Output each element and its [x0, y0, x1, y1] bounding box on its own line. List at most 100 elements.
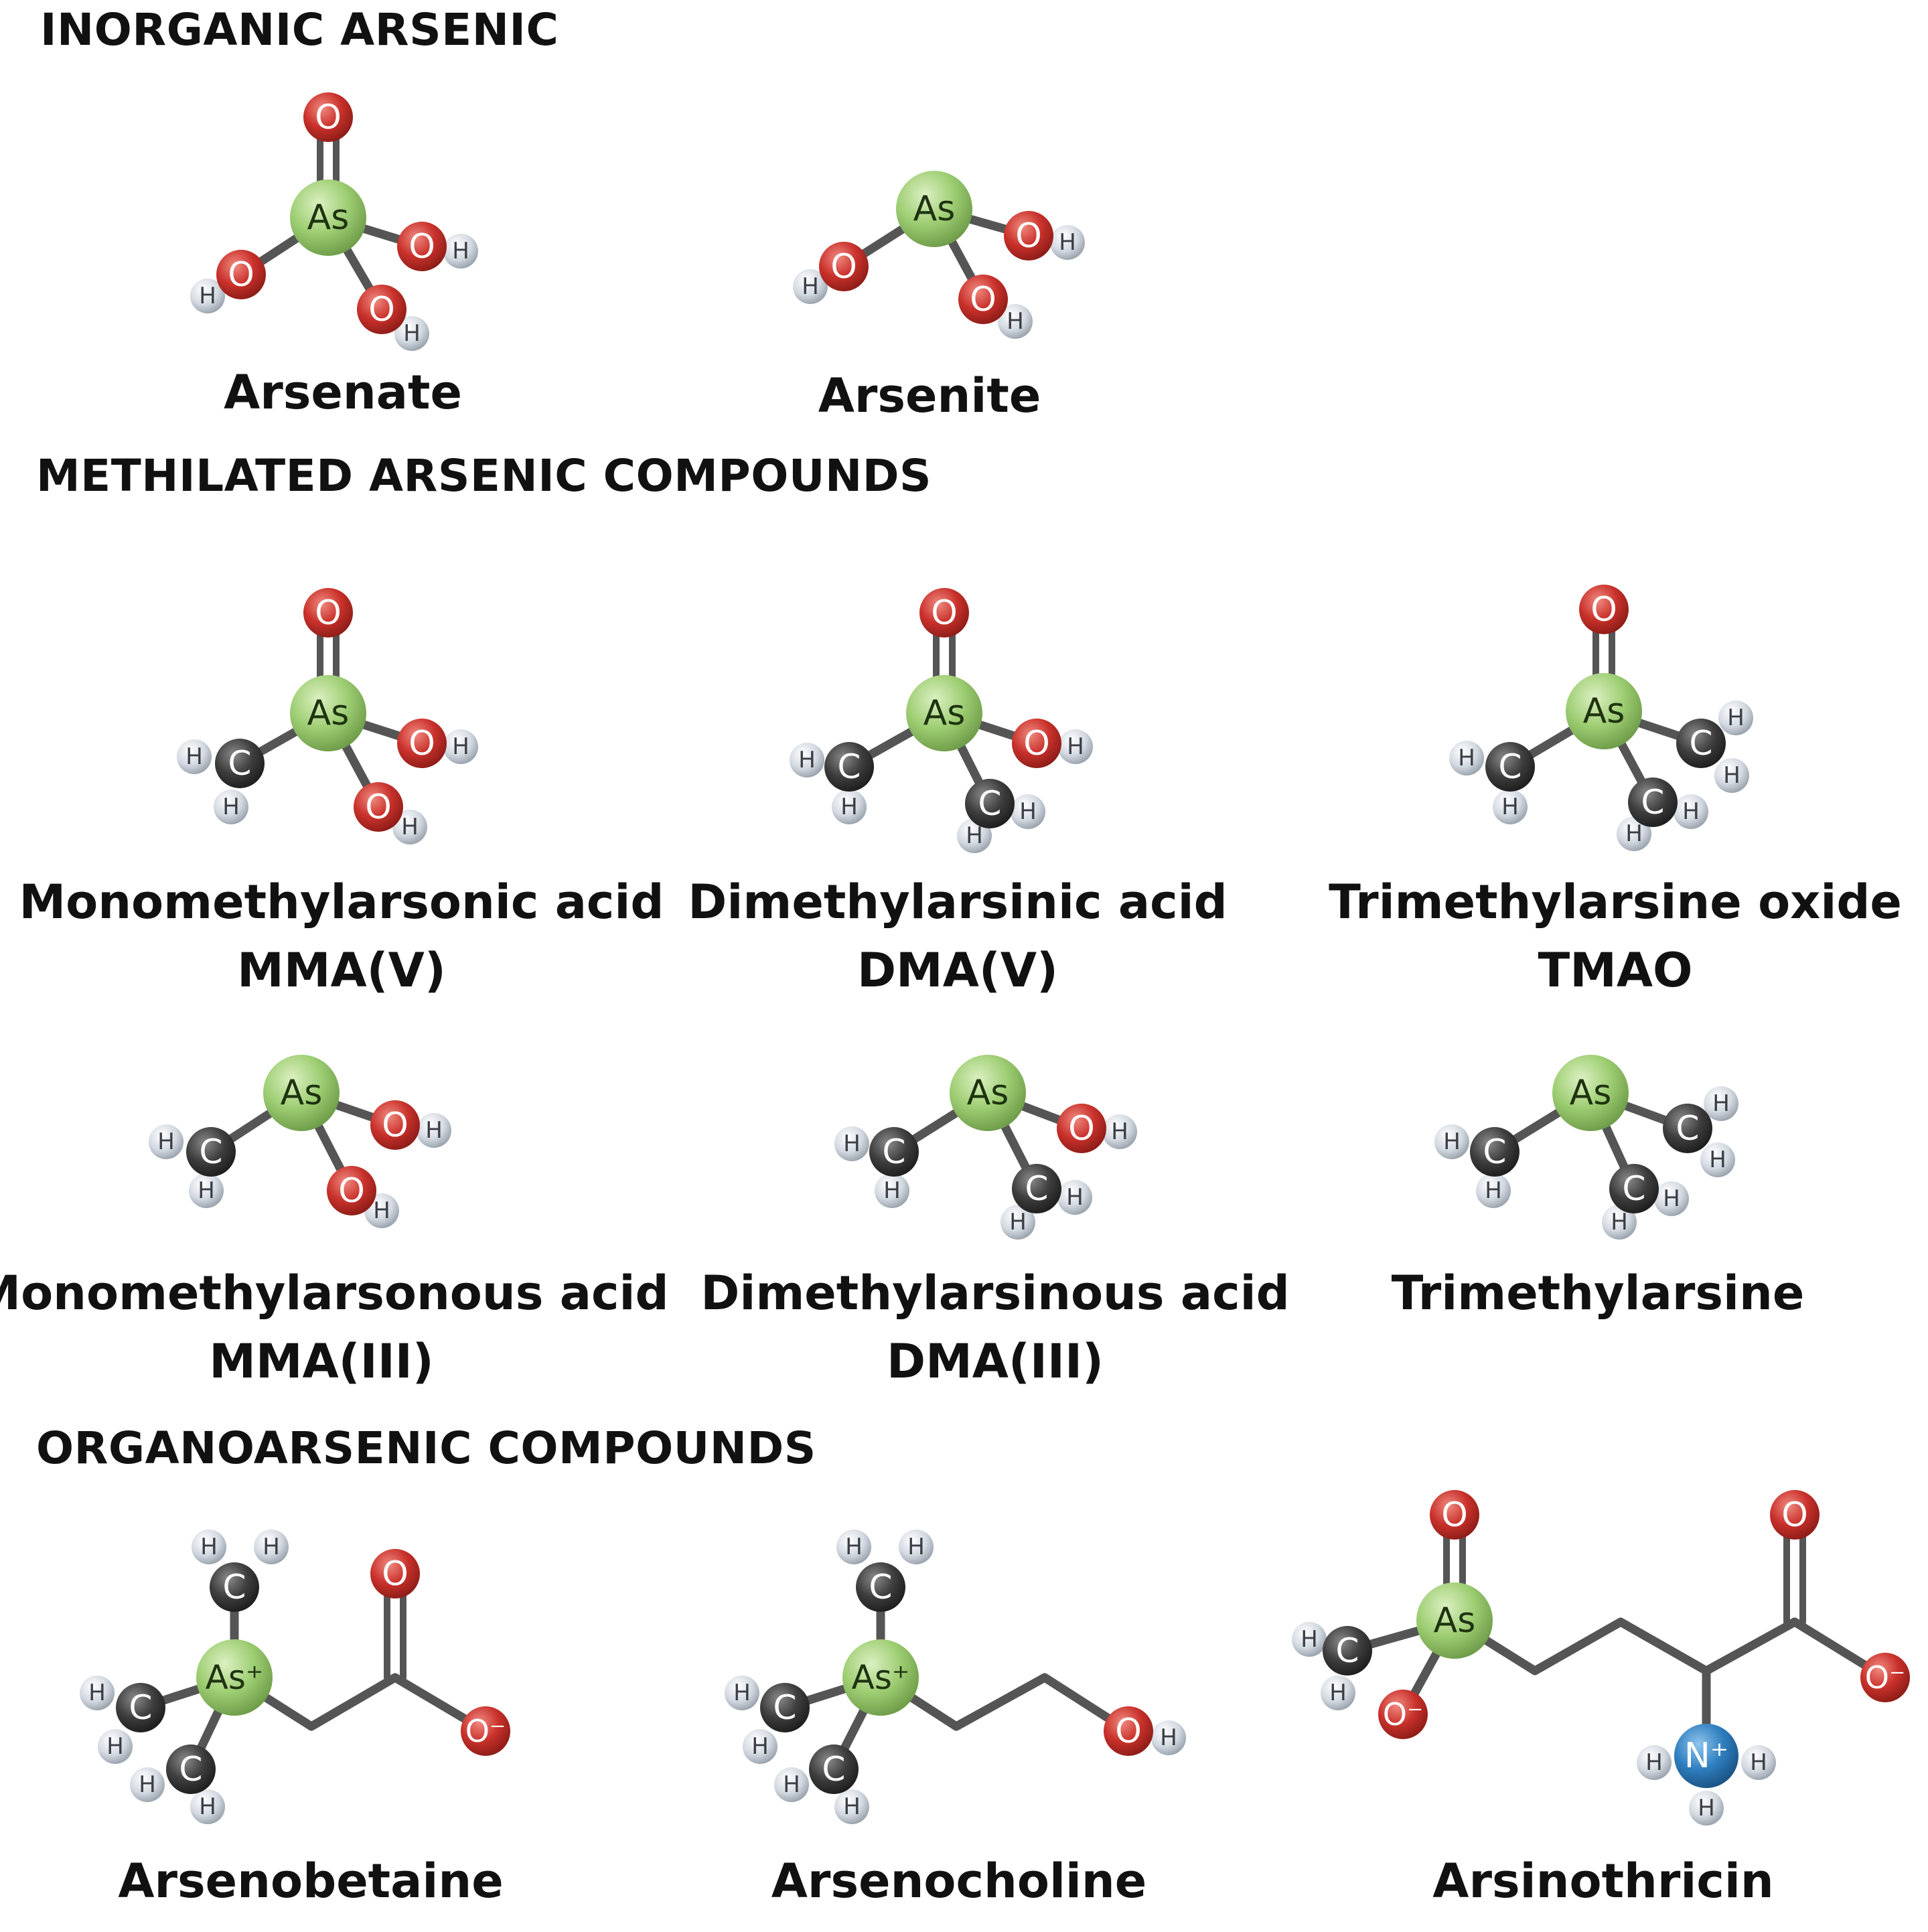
svg-text:C: C: [179, 1750, 203, 1789]
svg-text:H: H: [751, 1733, 769, 1760]
svg-text:H: H: [1709, 1146, 1726, 1173]
dma5-atom-as: As: [906, 675, 982, 751]
svg-text:H: H: [1485, 1177, 1502, 1204]
compound-name: Monomethylarsonous acid: [0, 1266, 669, 1321]
arsenobetaine-atom-h: H: [98, 1729, 133, 1764]
dma3-atom-h: H: [1057, 1180, 1092, 1215]
section-title-methylated: METHILATED ARSENIC COMPOUNDS: [36, 450, 932, 502]
svg-text:H: H: [1059, 229, 1076, 256]
tmao-atom-o: O: [1579, 585, 1629, 634]
arsenite-atom-h: H: [998, 304, 1033, 339]
compound-name: Arsenocholine: [771, 1854, 1147, 1909]
arsinothricin-atom-c: C: [1323, 1626, 1372, 1676]
arsenobetaine-atom-c: C: [116, 1683, 165, 1732]
tma-atom-h: H: [1434, 1124, 1469, 1159]
svg-text:H: H: [1067, 733, 1084, 760]
svg-text:As: As: [1570, 1073, 1612, 1113]
tma-atom-h: H: [1654, 1181, 1689, 1216]
compound-name: Arsenate: [224, 365, 462, 420]
svg-text:H: H: [1663, 1185, 1680, 1212]
svg-text:O: O: [1023, 724, 1049, 763]
tmao-atom-h: H: [1714, 758, 1749, 793]
tma-atom-h: H: [1704, 1086, 1738, 1121]
dma3-atom-h: H: [875, 1173, 909, 1208]
arsinothricin-atom-h: H: [1637, 1745, 1672, 1780]
svg-text:O: O: [409, 227, 435, 266]
svg-text:As: As: [1583, 691, 1625, 731]
dma3-atom-c: C: [1012, 1164, 1061, 1213]
dma3-atom-o: O: [1057, 1104, 1106, 1153]
svg-text:H: H: [1501, 794, 1519, 820]
arsenocholine-atom-h: H: [774, 1767, 809, 1802]
svg-text:H: H: [1727, 704, 1745, 731]
svg-text:H: H: [452, 238, 469, 265]
arsenate-atom-h: H: [443, 234, 478, 269]
svg-text:H: H: [1301, 1626, 1318, 1653]
svg-text:O: O: [338, 1171, 364, 1210]
label-mma5: Monomethylarsonic acid MMA(V): [19, 868, 664, 1005]
mma3-atom-h: H: [149, 1124, 183, 1159]
arsenocholine-atom-h: H: [834, 1789, 869, 1824]
tma-atom-h: H: [1476, 1173, 1511, 1208]
svg-text:H: H: [966, 822, 983, 849]
svg-text:O: O: [970, 280, 996, 319]
dma5-atom-h: H: [1058, 729, 1093, 764]
svg-text:H: H: [200, 1534, 218, 1560]
svg-text:H: H: [783, 1771, 800, 1798]
svg-text:O: O: [382, 1106, 408, 1144]
label-arsenobetaine: Arsenobetaine: [118, 1847, 503, 1915]
arsenocholine-atom-h: H: [836, 1530, 871, 1564]
arsenobetaine-atom-h: H: [130, 1767, 165, 1802]
svg-text:O: O: [1115, 1712, 1141, 1751]
tma-atom-as: As: [1552, 1055, 1629, 1131]
label-arsenate: Arsenate: [224, 358, 462, 427]
arsenocholine-atom-h: H: [1151, 1720, 1186, 1755]
svg-text:H: H: [733, 1680, 751, 1706]
svg-text:H: H: [1750, 1749, 1767, 1776]
svg-text:O: O: [830, 247, 857, 286]
svg-text:O: O: [1015, 216, 1041, 255]
label-dma3: Dimethylarsinous acid DMA(III): [700, 1259, 1289, 1396]
dma3-atom-h: H: [834, 1126, 869, 1161]
svg-text:As: As: [307, 693, 350, 733]
mma3-atom-o: O: [370, 1100, 420, 1150]
mma3-atom-h: H: [189, 1173, 224, 1208]
svg-text:H: H: [452, 733, 469, 760]
svg-text:O: O: [1068, 1109, 1094, 1148]
svg-text:O: O: [1441, 1495, 1467, 1534]
label-arsenocholine: Arsenocholine: [771, 1847, 1146, 1915]
svg-text:O: O: [382, 1554, 408, 1593]
svg-text:O: O: [368, 290, 394, 329]
svg-text:C: C: [1690, 724, 1713, 763]
mma3-atom-as: As: [263, 1055, 340, 1131]
svg-text:O: O: [409, 724, 435, 763]
arsenobetaine-atom-h: H: [192, 1530, 226, 1564]
svg-text:O: O: [228, 255, 254, 294]
svg-text:C: C: [883, 1132, 906, 1171]
arsenobetaine-atom-h: H: [190, 1789, 225, 1824]
tmao-atom-as: As: [1566, 673, 1642, 749]
svg-text:As: As: [1434, 1601, 1476, 1641]
svg-text:H: H: [222, 794, 240, 820]
tmao-atom-h: H: [1718, 700, 1753, 735]
compound-name: Dimethylarsinous acid: [700, 1266, 1290, 1321]
compound-name: Arsenite: [818, 368, 1041, 423]
svg-text:C: C: [822, 1750, 846, 1789]
svg-text:As⁺: As⁺: [206, 1658, 264, 1697]
compound-name: Arsinothricin: [1432, 1854, 1774, 1909]
dma5-atom-c: C: [965, 779, 1015, 828]
mma5-atom-o: O: [303, 588, 353, 638]
svg-text:H: H: [186, 743, 203, 770]
arsenocholine-atom-c: C: [809, 1744, 859, 1794]
svg-text:C: C: [1641, 783, 1665, 822]
svg-text:C: C: [223, 1568, 246, 1607]
svg-text:O⁻: O⁻: [465, 1713, 506, 1749]
compound-name: Arsenobetaine: [118, 1854, 504, 1909]
svg-text:C: C: [1483, 1132, 1507, 1171]
arsenate-atom-o: O: [357, 285, 406, 334]
compound-name: Dimethylarsinic acid: [688, 875, 1228, 930]
svg-text:H: H: [883, 1177, 901, 1204]
tma-atom-h: H: [1602, 1205, 1637, 1240]
dma5-atom-o: O: [919, 588, 969, 638]
